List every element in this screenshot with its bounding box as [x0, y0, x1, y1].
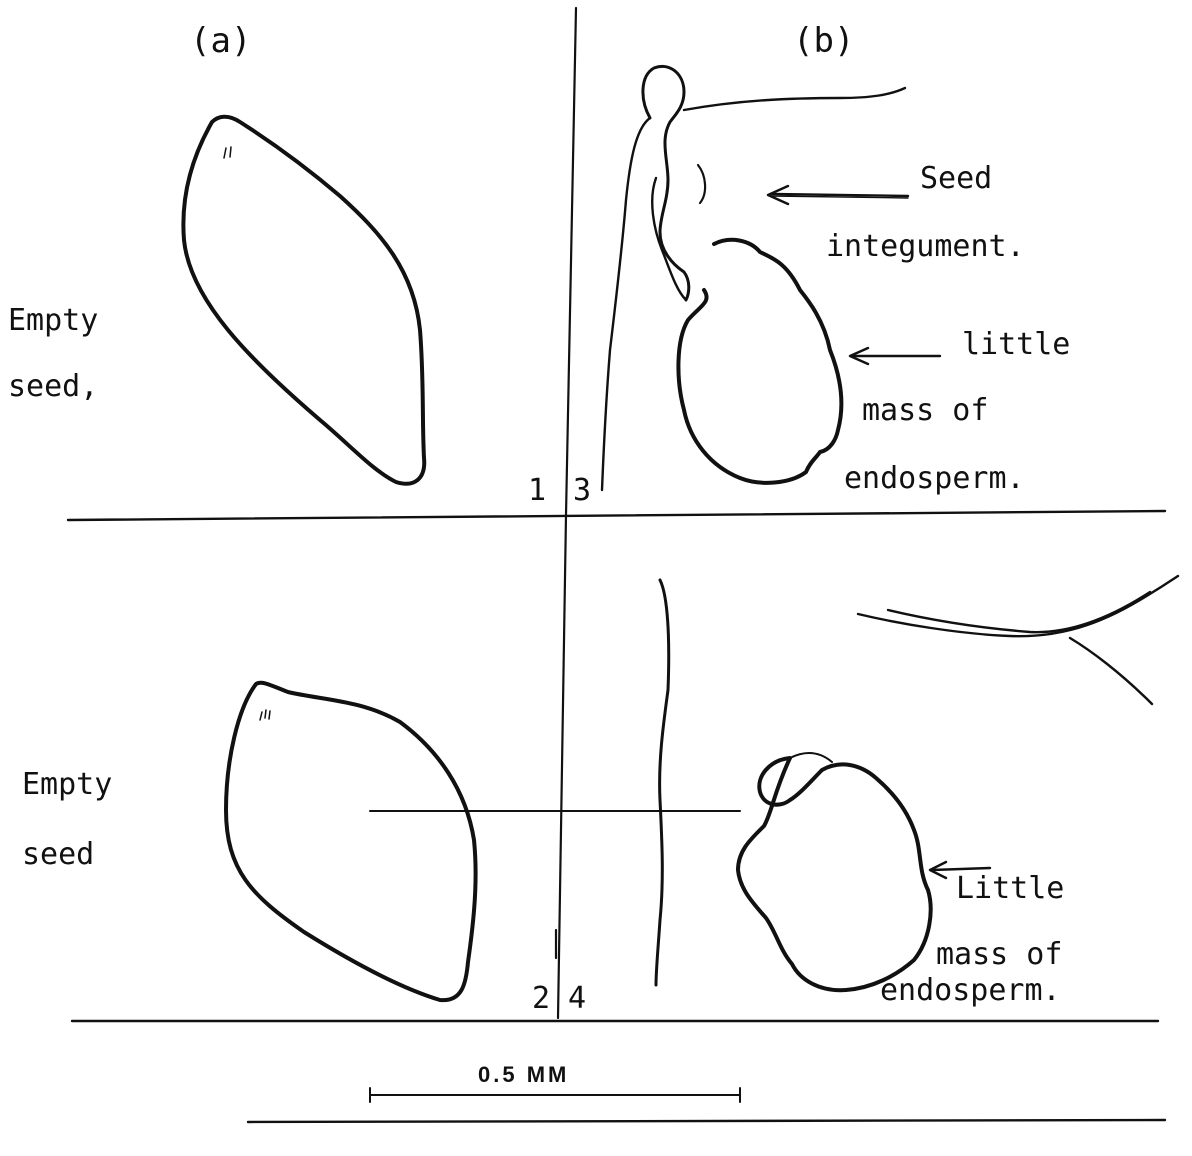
scale-bar-label: 0.5 MM	[478, 1064, 569, 1086]
integument-fiber-4c	[1070, 638, 1152, 704]
empty-seed-label-2-line-1: Empty	[22, 770, 112, 800]
arrow-seed-integument	[768, 186, 908, 204]
integument-head-3	[643, 66, 689, 300]
endosperm-mass-4	[738, 758, 931, 990]
endosperm-label-3-line-3: endosperm.	[844, 464, 1025, 494]
endosperm-label-4-line-3: endosperm.	[880, 976, 1061, 1006]
endosperm-label-4-line-2: mass of	[936, 940, 1062, 970]
arrow-endosperm-3	[850, 348, 940, 364]
integument-arc-3	[698, 165, 705, 203]
integument-fiber-3	[684, 88, 905, 110]
scale-bar	[370, 811, 740, 1010]
empty-seed-outline-2	[226, 683, 476, 1000]
empty-seed-label-1-line-2: seed,	[8, 372, 98, 402]
vertical-divider-top	[566, 8, 576, 515]
empty-seed-label-2-line-2: seed	[22, 840, 94, 870]
quadrant-number-4: 4	[568, 984, 586, 1014]
vertical-divider-bottom	[558, 515, 566, 1018]
integument-stalk-4	[656, 580, 669, 985]
endosperm-label-4-line-1: Little	[956, 874, 1064, 904]
empty-seed-label-1-line-1: Empty	[8, 306, 98, 336]
panel-label-b: (b)	[793, 24, 854, 58]
integument-stalk-3	[602, 118, 650, 490]
empty-seed-outline-1	[183, 117, 424, 484]
horizontal-divider-middle	[68, 511, 1165, 520]
seed-integument-label-line-1: Seed	[920, 164, 992, 194]
seed-integument-label-line-2: integument.	[826, 232, 1025, 262]
endosperm-label-3-line-1: little	[962, 330, 1070, 360]
integument-fiber-4a	[858, 576, 1178, 636]
endosperm-fold-4	[790, 753, 832, 762]
quadrant-number-1: 1	[528, 476, 546, 506]
seed-mark-2	[260, 710, 270, 720]
quadrant-number-3: 3	[573, 476, 591, 506]
integument-fiber-4b	[888, 592, 1150, 632]
seed-mark-1	[224, 147, 231, 158]
endosperm-label-3-line-2: mass of	[862, 396, 988, 426]
integument-fragment-3	[652, 178, 686, 300]
bottom-rule	[248, 1120, 1165, 1122]
quadrant-number-2: 2	[532, 984, 550, 1014]
panel-label-a: (a)	[190, 24, 251, 58]
endosperm-mass-3	[678, 240, 841, 483]
